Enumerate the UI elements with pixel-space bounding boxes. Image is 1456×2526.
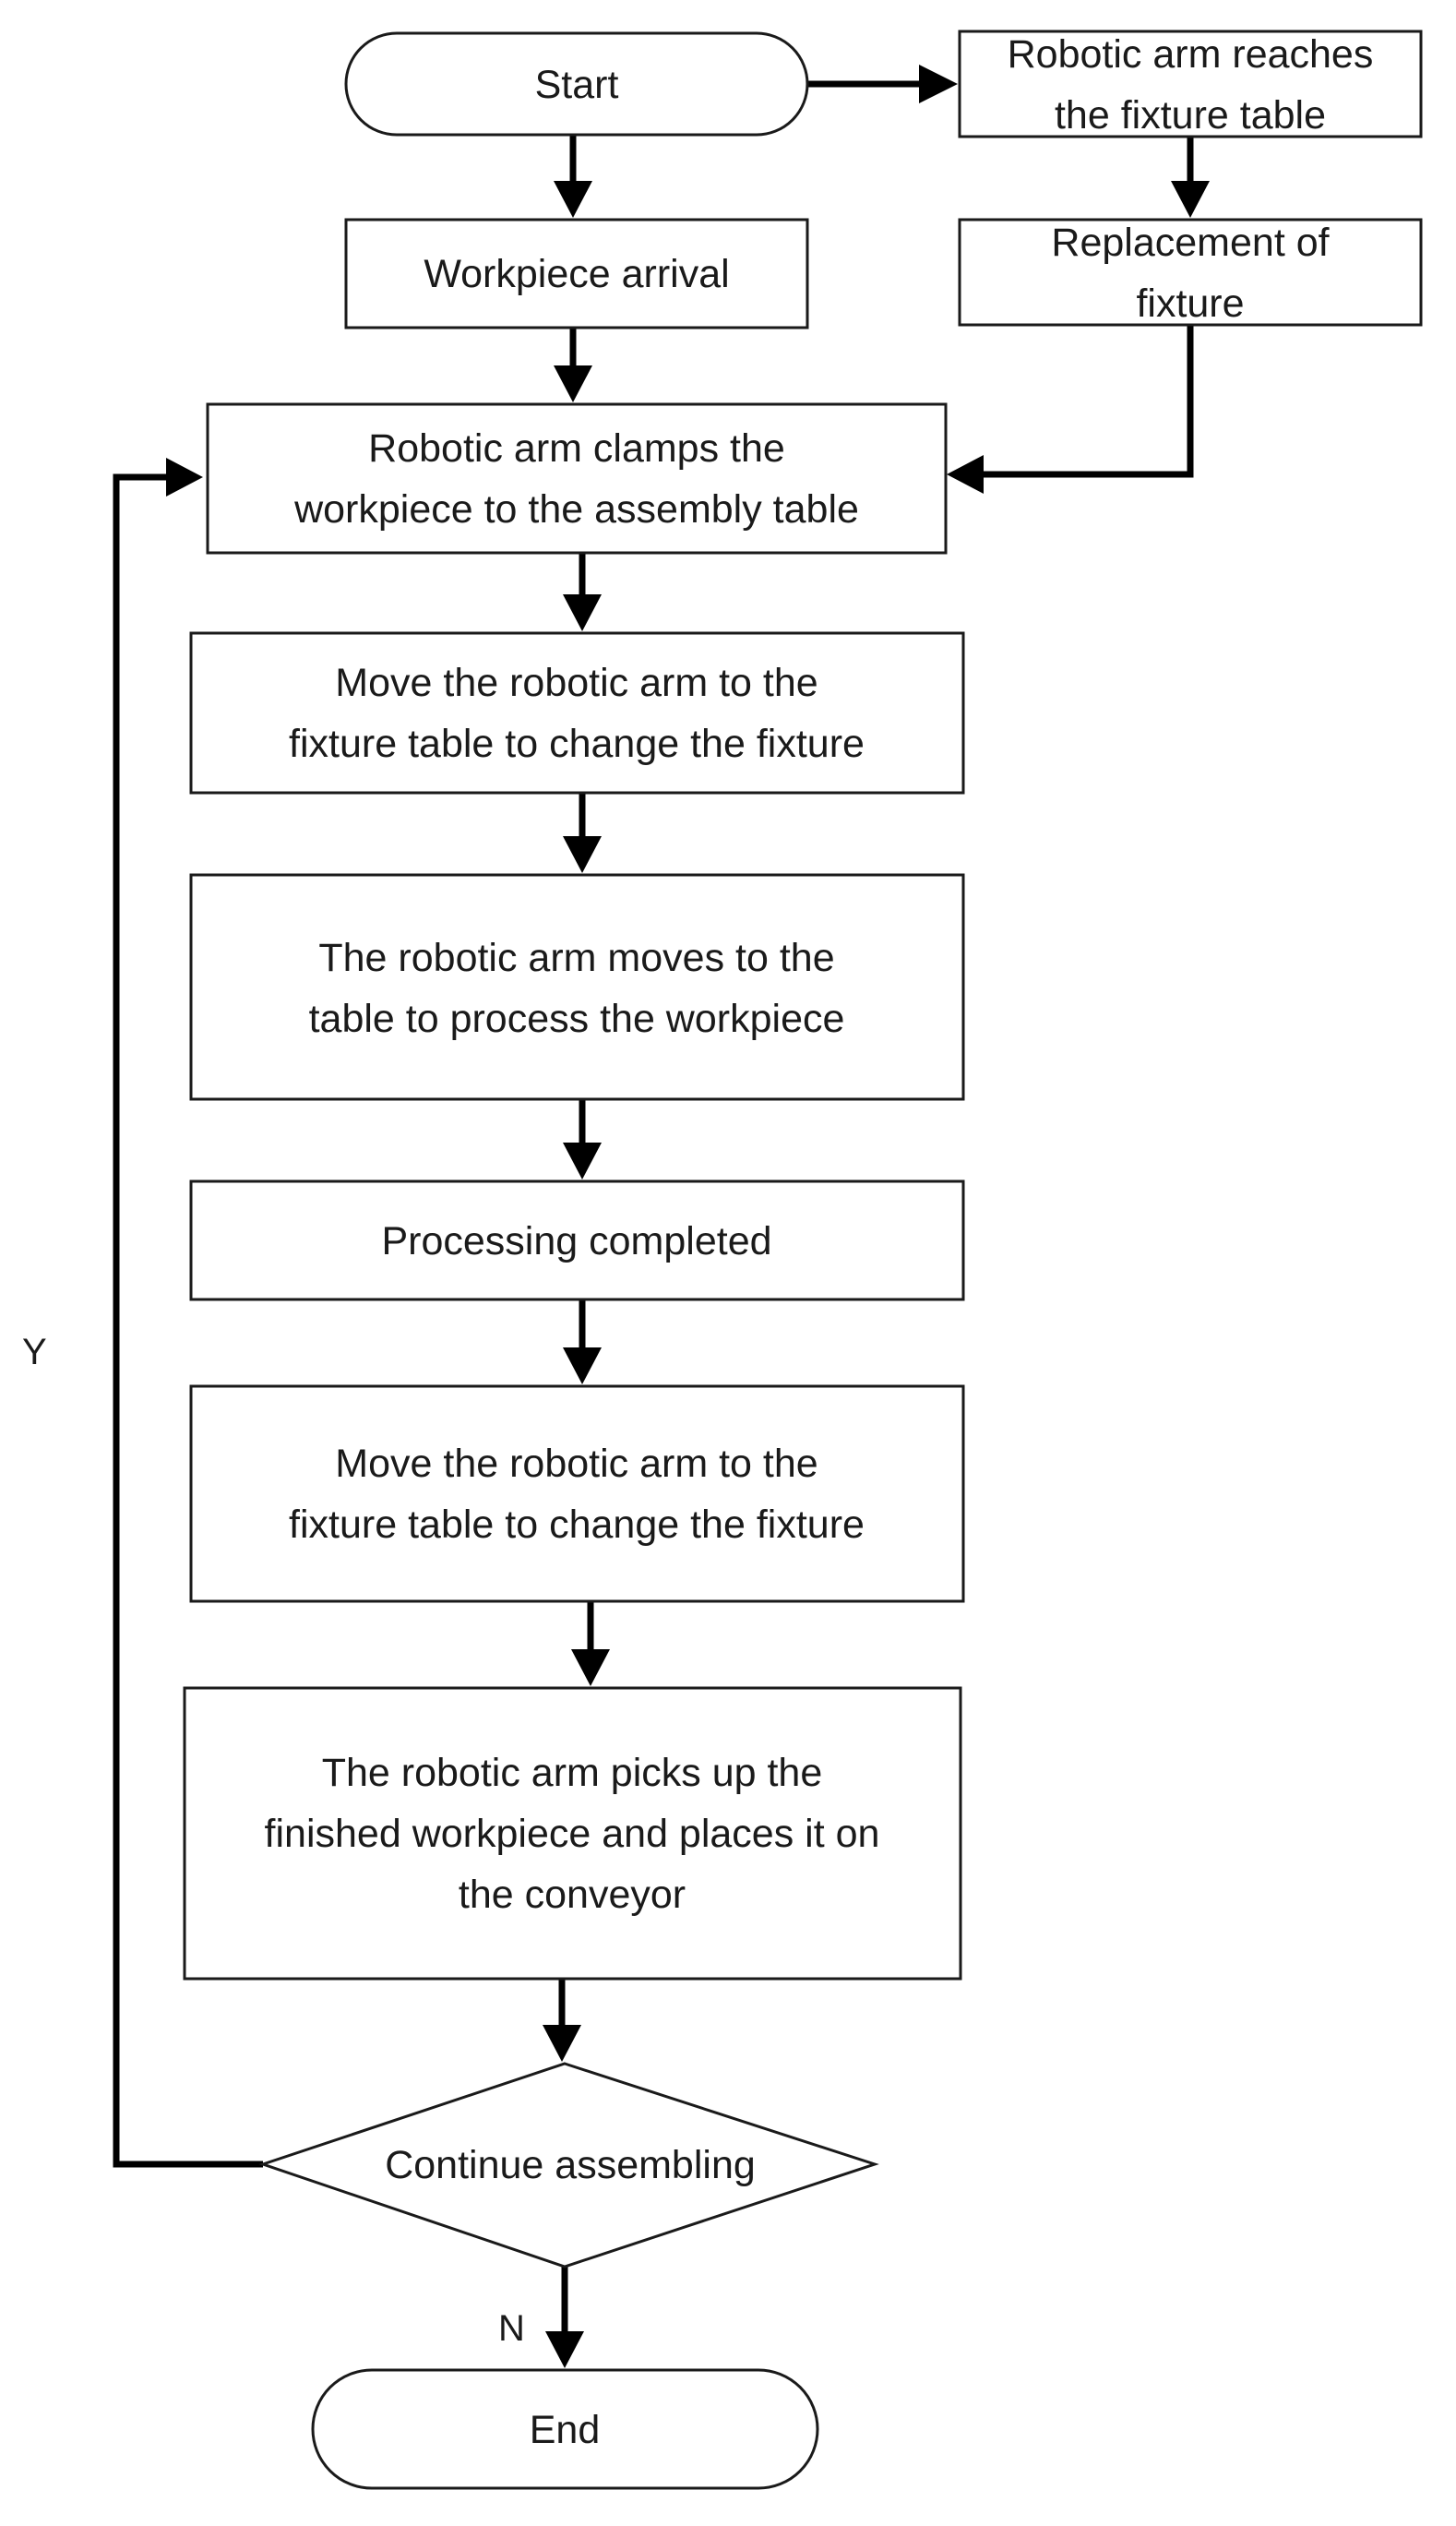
arrowhead-picks-to-continue — [543, 2025, 581, 2062]
picks-up-node: The robotic arm picks up the finished wor… — [183, 1686, 962, 1981]
move-change-fixture-1-label-line-1: Move the robotic arm to the — [335, 661, 818, 705]
arrowhead-replacement-to-clamps — [947, 455, 984, 494]
arm-reaches-node: Robotic arm reaches the fixture table — [958, 30, 1423, 138]
arm-reaches-label-line-1: Robotic arm reaches — [1008, 32, 1374, 77]
nodes: Start Robotic arm reaches the fixture tab… — [183, 30, 1423, 2490]
arrowhead-clamps-to-move1 — [563, 594, 602, 631]
workpiece-arrival-node: Workpiece arrival — [344, 218, 809, 329]
picks-up-label-line-1: The robotic arm picks up the — [322, 1751, 823, 1795]
move-change-fixture-1-shape — [189, 631, 965, 795]
arrowhead-start-to-reaches — [919, 65, 958, 103]
arrowhead-continue-to-clamps-yes — [166, 458, 203, 497]
clamps-label: Robotic arm clamps the workpiece to the a… — [293, 426, 859, 532]
clamps-label-line-2: workpiece to the assembly table — [293, 487, 859, 532]
yes-label: Y — [22, 1332, 47, 1372]
clamps-shape — [206, 402, 948, 555]
arrowhead-move1-to-process — [563, 836, 602, 873]
picks-up-label-line-2: finished workpiece and places it on — [265, 1812, 880, 1856]
move-change-fixture-1-label: Move the robotic arm to the fixture table… — [289, 661, 865, 766]
replacement-shape — [958, 218, 1423, 327]
processing-completed-shape — [189, 1179, 965, 1301]
end-node: End — [311, 2368, 819, 2490]
clamps-node: Robotic arm clamps the workpiece to the a… — [206, 402, 948, 555]
arm-reaches-label: Robotic arm reaches the fixture table — [1008, 32, 1374, 138]
arm-reaches-shape — [958, 30, 1423, 138]
replacement-label-line-2: fixture — [1136, 281, 1244, 326]
replacement-node: Replacement of fixture — [958, 218, 1423, 327]
continue-assembling-decision: Continue assembling — [258, 2062, 879, 2269]
processing-completed-label: Processing completed — [381, 1219, 771, 1263]
picks-up-shape — [183, 1686, 962, 1981]
start-shape — [344, 31, 809, 137]
edges — [113, 65, 1210, 2368]
moves-process-label: The robotic arm moves to the table to pro… — [309, 936, 845, 1041]
move-change-fixture-1-node: Move the robotic arm to the fixture table… — [189, 631, 965, 795]
arrowhead-move2-to-picks — [571, 1649, 610, 1686]
edge-continue-to-clamps-yes — [113, 473, 263, 2168]
picks-up-label: The robotic arm picks up the finished wor… — [265, 1751, 880, 1917]
moves-process-node: The robotic arm moves to the table to pro… — [189, 873, 965, 1101]
edge-labels: Y N — [22, 1332, 525, 2349]
arrowhead-start-to-arrival — [554, 181, 592, 218]
replacement-label: Replacement of fixture — [1051, 221, 1330, 326]
edge-replacement-to-clamps — [980, 325, 1194, 478]
start-label-line-1: Start — [535, 63, 619, 107]
move-change-fixture-2-node: Move the robotic arm to the fixture table… — [189, 1384, 965, 1603]
start-node: Start — [344, 31, 809, 137]
arrowhead-arrival-to-clamps — [554, 365, 592, 402]
replacement-label-line-1: Replacement of — [1051, 221, 1330, 265]
arrowhead-completed-to-move2 — [563, 1347, 602, 1384]
move-change-fixture-2-shape — [189, 1384, 965, 1603]
continue-assembling-label: Continue assembling — [385, 2143, 756, 2187]
arrowhead-process-to-completed — [563, 1143, 602, 1179]
move-change-fixture-2-label-line-1: Move the robotic arm to the — [335, 1442, 818, 1486]
move-change-fixture-2-label-line-2: fixture table to change the fixture — [289, 1502, 865, 1547]
arm-reaches-label-line-2: the fixture table — [1055, 93, 1326, 138]
moves-process-label-line-1: The robotic arm moves to the — [318, 936, 834, 980]
continue-assembling-shape — [258, 2062, 879, 2269]
processing-completed-node: Processing completed — [189, 1179, 965, 1301]
workpiece-arrival-shape — [344, 218, 809, 329]
moves-process-label-line-2: table to process the workpiece — [309, 997, 845, 1041]
end-label-line-1: End — [530, 2408, 601, 2452]
end-label: End — [530, 2408, 601, 2452]
moves-process-shape — [189, 873, 965, 1101]
arrowhead-reaches-to-replacement — [1171, 181, 1210, 218]
clamps-label-line-1: Robotic arm clamps the — [368, 426, 785, 471]
no-label: N — [498, 2308, 525, 2349]
start-label: Start — [535, 63, 619, 107]
workpiece-arrival-label-line-1: Workpiece arrival — [424, 252, 729, 296]
picks-up-label-line-3: the conveyor — [459, 1873, 686, 1917]
arrowhead-continue-to-end-no — [545, 2331, 584, 2368]
end-shape — [311, 2368, 819, 2490]
workpiece-arrival-label: Workpiece arrival — [424, 252, 729, 296]
processing-completed-label-line-1: Processing completed — [381, 1219, 771, 1263]
continue-assembling-label-line-1: Continue assembling — [385, 2143, 756, 2187]
move-change-fixture-2-label: Move the robotic arm to the fixture table… — [289, 1442, 865, 1547]
move-change-fixture-1-label-line-2: fixture table to change the fixture — [289, 722, 865, 766]
